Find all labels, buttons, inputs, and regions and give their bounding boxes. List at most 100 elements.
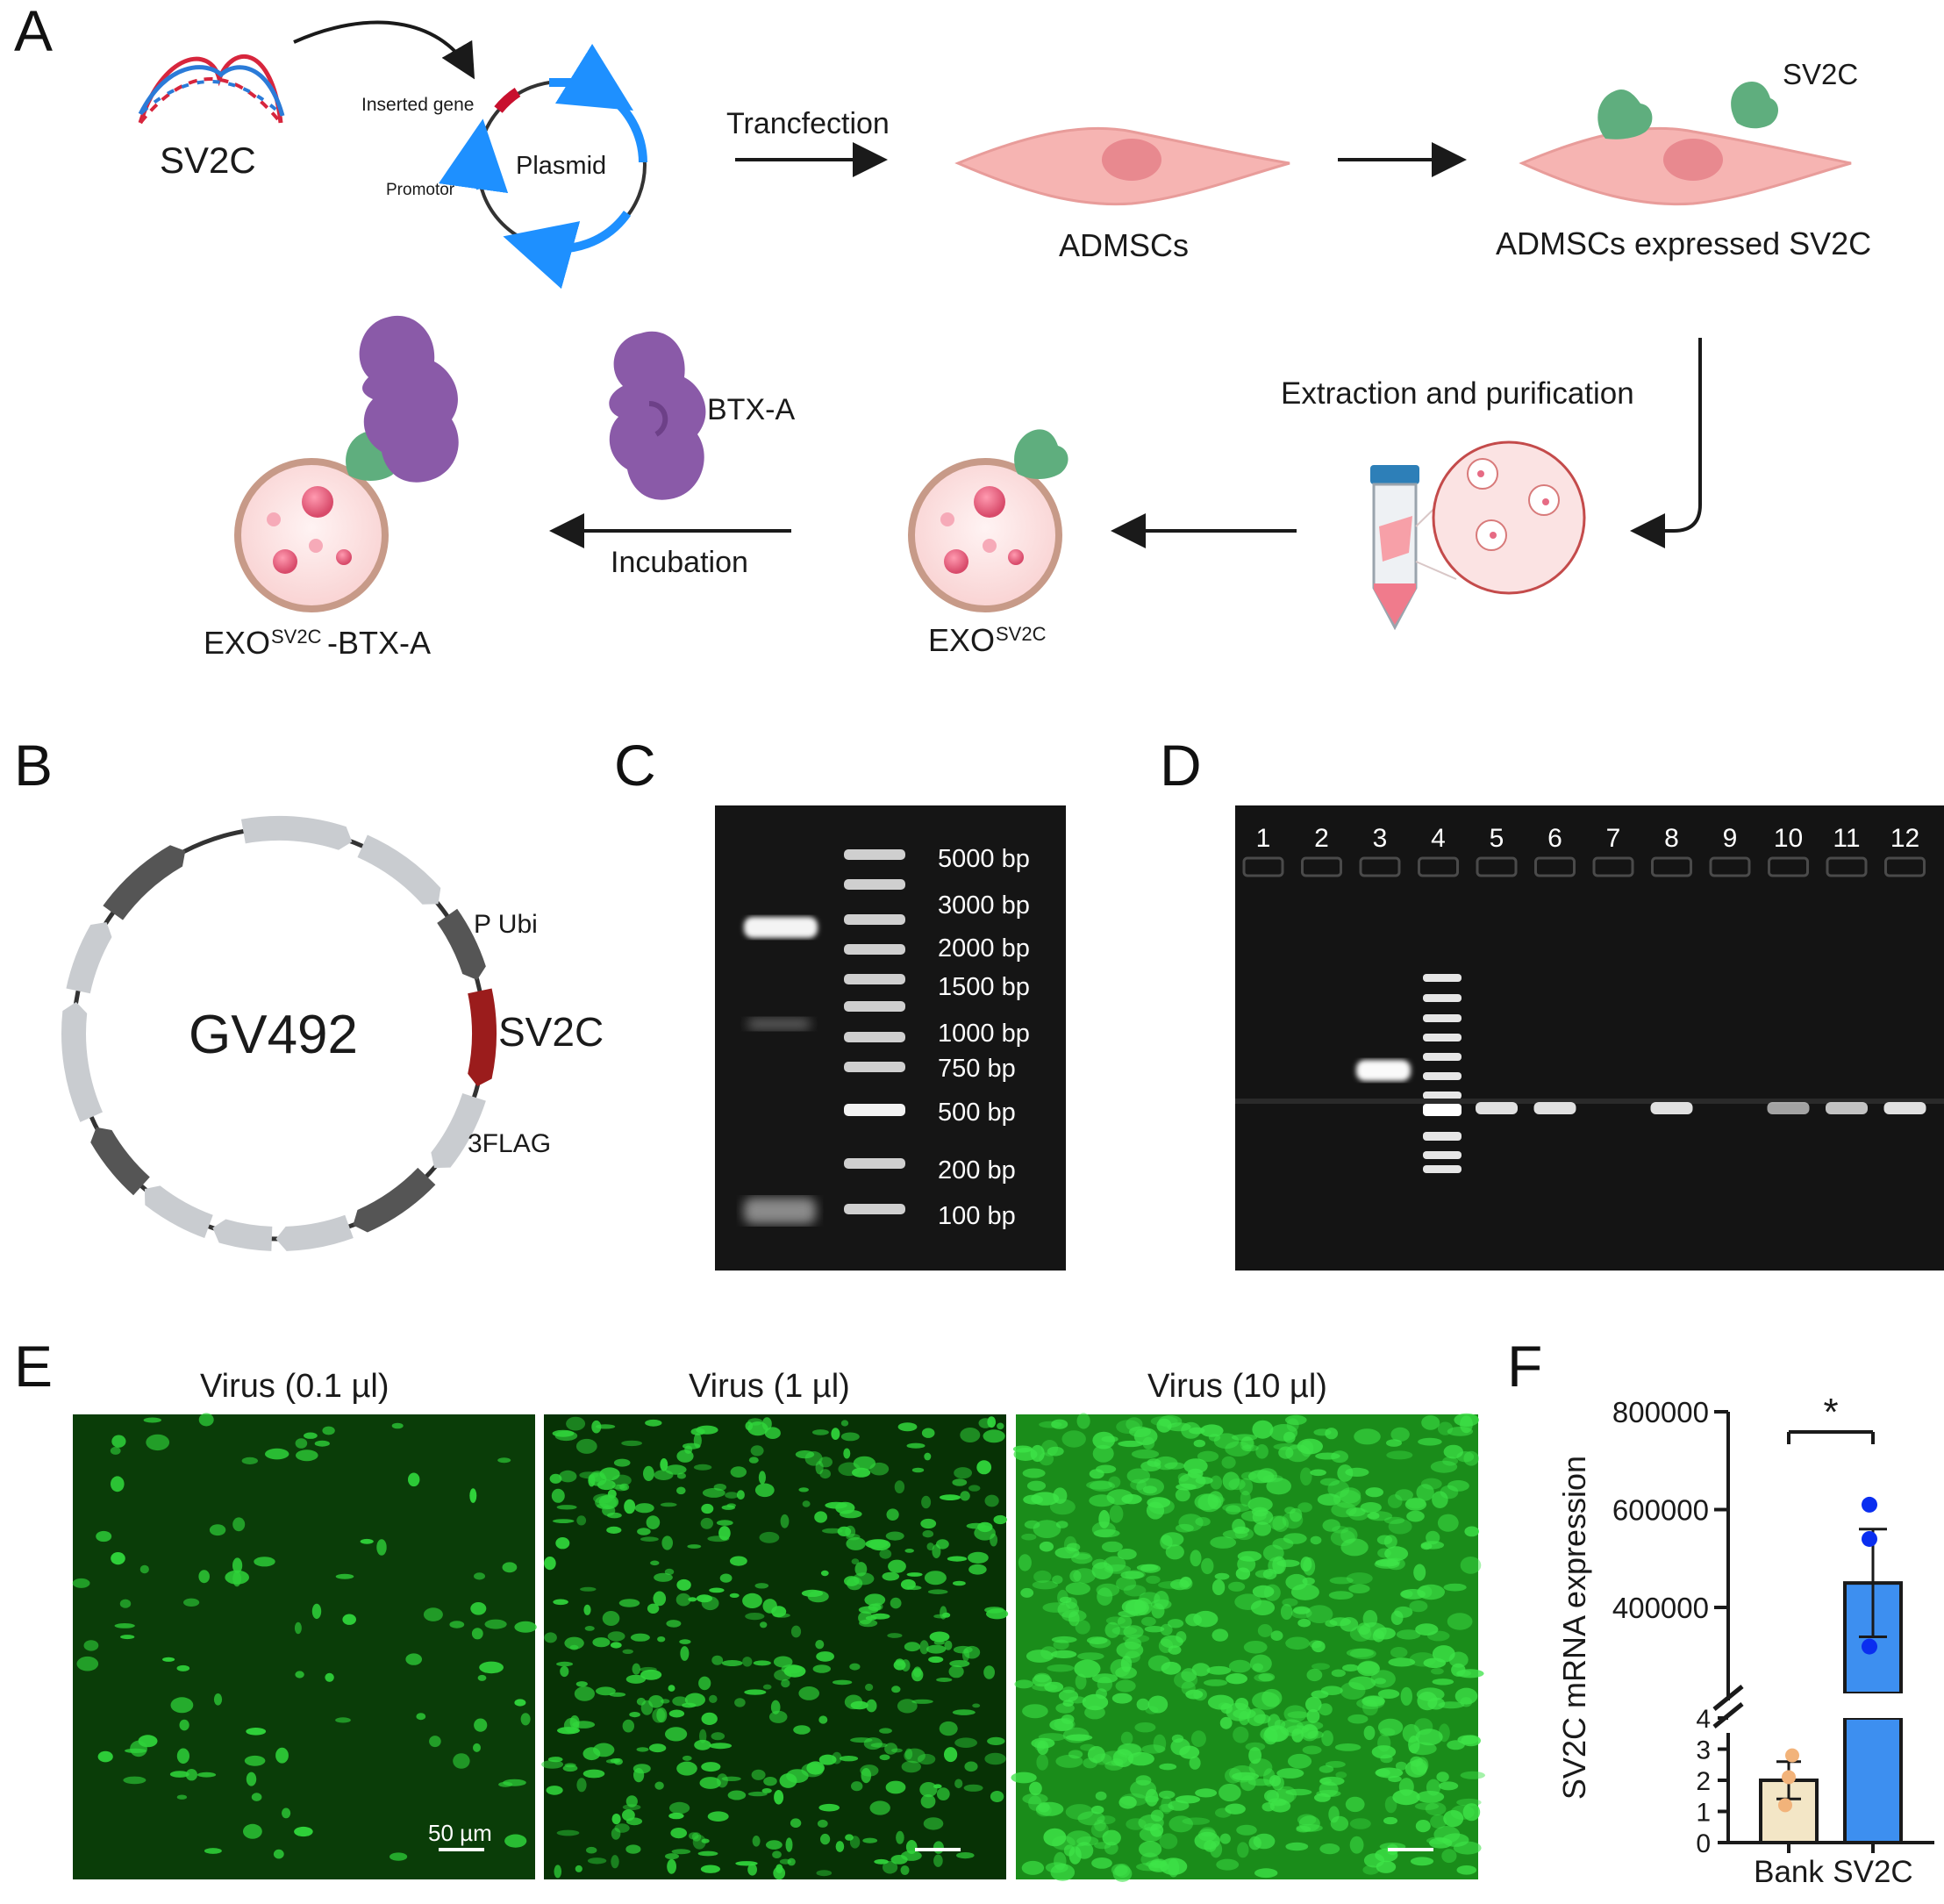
cell [974, 1525, 996, 1541]
cell [1348, 1676, 1376, 1691]
cell [139, 1564, 149, 1574]
cell [625, 1795, 638, 1807]
cell [1297, 1618, 1311, 1628]
cell [1377, 1548, 1391, 1558]
cell [1252, 1663, 1263, 1671]
cell [1414, 1718, 1433, 1736]
cell [1034, 1739, 1046, 1751]
cell [453, 1753, 470, 1769]
cell [682, 1755, 692, 1761]
cell [1392, 1789, 1420, 1806]
cell [1208, 1433, 1221, 1442]
cell [637, 1528, 651, 1535]
cell [1026, 1480, 1047, 1492]
cell [699, 1777, 721, 1789]
cell [1252, 1691, 1280, 1710]
cell [1362, 1865, 1379, 1875]
cell [1321, 1730, 1333, 1747]
cell [1447, 1427, 1474, 1436]
cell [1234, 1593, 1262, 1610]
gel-well [1768, 856, 1809, 877]
gel-well [1476, 856, 1518, 877]
cell [1147, 1497, 1171, 1508]
cell [984, 1752, 1006, 1765]
cell [968, 1551, 989, 1564]
cell [1020, 1587, 1034, 1598]
cell [983, 1665, 995, 1679]
cell [1141, 1744, 1166, 1754]
cell [926, 1543, 934, 1551]
cell [709, 1743, 733, 1750]
cell [901, 1850, 922, 1861]
cell [854, 1562, 868, 1577]
cell [972, 1703, 981, 1708]
cell [1234, 1528, 1254, 1541]
cell [1460, 1557, 1482, 1574]
cell [625, 1817, 643, 1826]
significance-star: * [1823, 1391, 1838, 1434]
cell [773, 1866, 786, 1880]
cell [901, 1760, 922, 1773]
cell [963, 1784, 983, 1792]
cell [944, 1640, 953, 1650]
cell [702, 1487, 725, 1498]
cell [72, 1578, 90, 1588]
cell [845, 1834, 854, 1841]
cell [923, 1817, 944, 1830]
cell [816, 1870, 833, 1877]
cell [1191, 1663, 1211, 1677]
cell [429, 1736, 441, 1748]
gel-image-d [1235, 805, 1944, 1271]
cell [1091, 1521, 1116, 1538]
cell [1285, 1842, 1309, 1851]
cell [897, 1422, 918, 1432]
cell [921, 1428, 935, 1438]
cell [1239, 1478, 1254, 1496]
cell [1415, 1623, 1439, 1636]
cell [1075, 1620, 1090, 1635]
cell [1311, 1663, 1330, 1671]
cell [1190, 1550, 1202, 1567]
cell [1335, 1772, 1347, 1779]
cell [993, 1514, 1007, 1525]
cell [503, 1779, 526, 1786]
cell [729, 1593, 740, 1598]
cell [1065, 1734, 1093, 1742]
cell [1130, 1779, 1157, 1799]
cell [1270, 1630, 1283, 1641]
cell [1460, 1771, 1486, 1779]
cell [671, 1849, 691, 1855]
cell [1170, 1578, 1190, 1591]
cell [1425, 1802, 1447, 1816]
cell [1204, 1679, 1228, 1686]
cell [840, 1432, 860, 1442]
cell [952, 1709, 976, 1715]
cell [183, 1598, 200, 1607]
cell [716, 1520, 733, 1526]
cell [1464, 1526, 1479, 1537]
vector-segment [103, 845, 186, 920]
cell [904, 1549, 914, 1553]
cell [920, 1794, 936, 1808]
vector-name: GV492 [189, 1005, 358, 1065]
cell [1161, 1796, 1173, 1815]
cell [1272, 1556, 1287, 1574]
cell [1395, 1489, 1413, 1501]
cell [660, 1502, 677, 1507]
y-tick-label: 4 [1696, 1705, 1711, 1734]
cell [213, 1693, 223, 1706]
cell [906, 1442, 926, 1449]
cell [987, 1736, 1005, 1745]
cell [1447, 1613, 1473, 1630]
cell [1457, 1735, 1479, 1745]
cell [699, 1729, 707, 1743]
cell [640, 1669, 662, 1680]
cell [111, 1476, 125, 1492]
cell [1285, 1414, 1307, 1425]
cell [243, 1823, 262, 1839]
cell [1254, 1673, 1274, 1682]
cell [1147, 1655, 1171, 1671]
cell [1441, 1849, 1457, 1864]
cell [711, 1732, 725, 1741]
cell [1141, 1616, 1156, 1627]
